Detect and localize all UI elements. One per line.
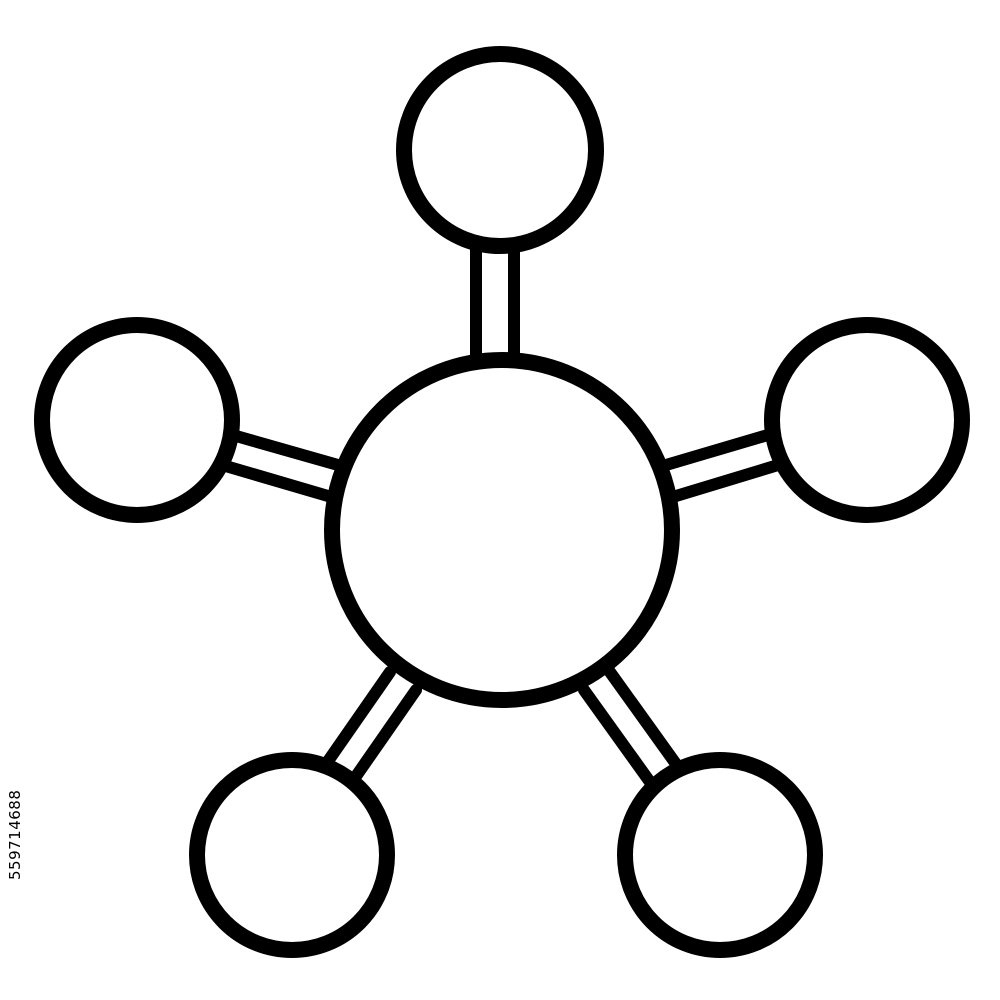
connector-bottom-right (578, 666, 682, 788)
connector-bottom-left-line-a (320, 666, 396, 770)
node-right (764, 317, 970, 523)
node-left (34, 317, 240, 523)
connector-bottom-right-line-b (604, 666, 682, 770)
connector-bottom-left (320, 666, 422, 788)
nodes (34, 46, 970, 958)
node-bottom-left (189, 752, 395, 958)
connector-right-line-b (670, 456, 794, 502)
center-node (324, 352, 680, 708)
connector-left-line-a (216, 426, 344, 471)
connector-stems (206, 232, 794, 788)
node-top (396, 46, 604, 254)
connector-left-line-b (206, 456, 334, 502)
stock-id-label: 559714688 (6, 789, 24, 880)
connector-left (206, 426, 344, 502)
connector-bottom-right-line-a (578, 684, 656, 788)
connector-right-line-a (660, 426, 784, 471)
connector-right (660, 426, 794, 502)
connector-top (470, 232, 520, 364)
node-bottom-right (617, 752, 823, 958)
connector-bottom-left-line-b (346, 684, 422, 788)
